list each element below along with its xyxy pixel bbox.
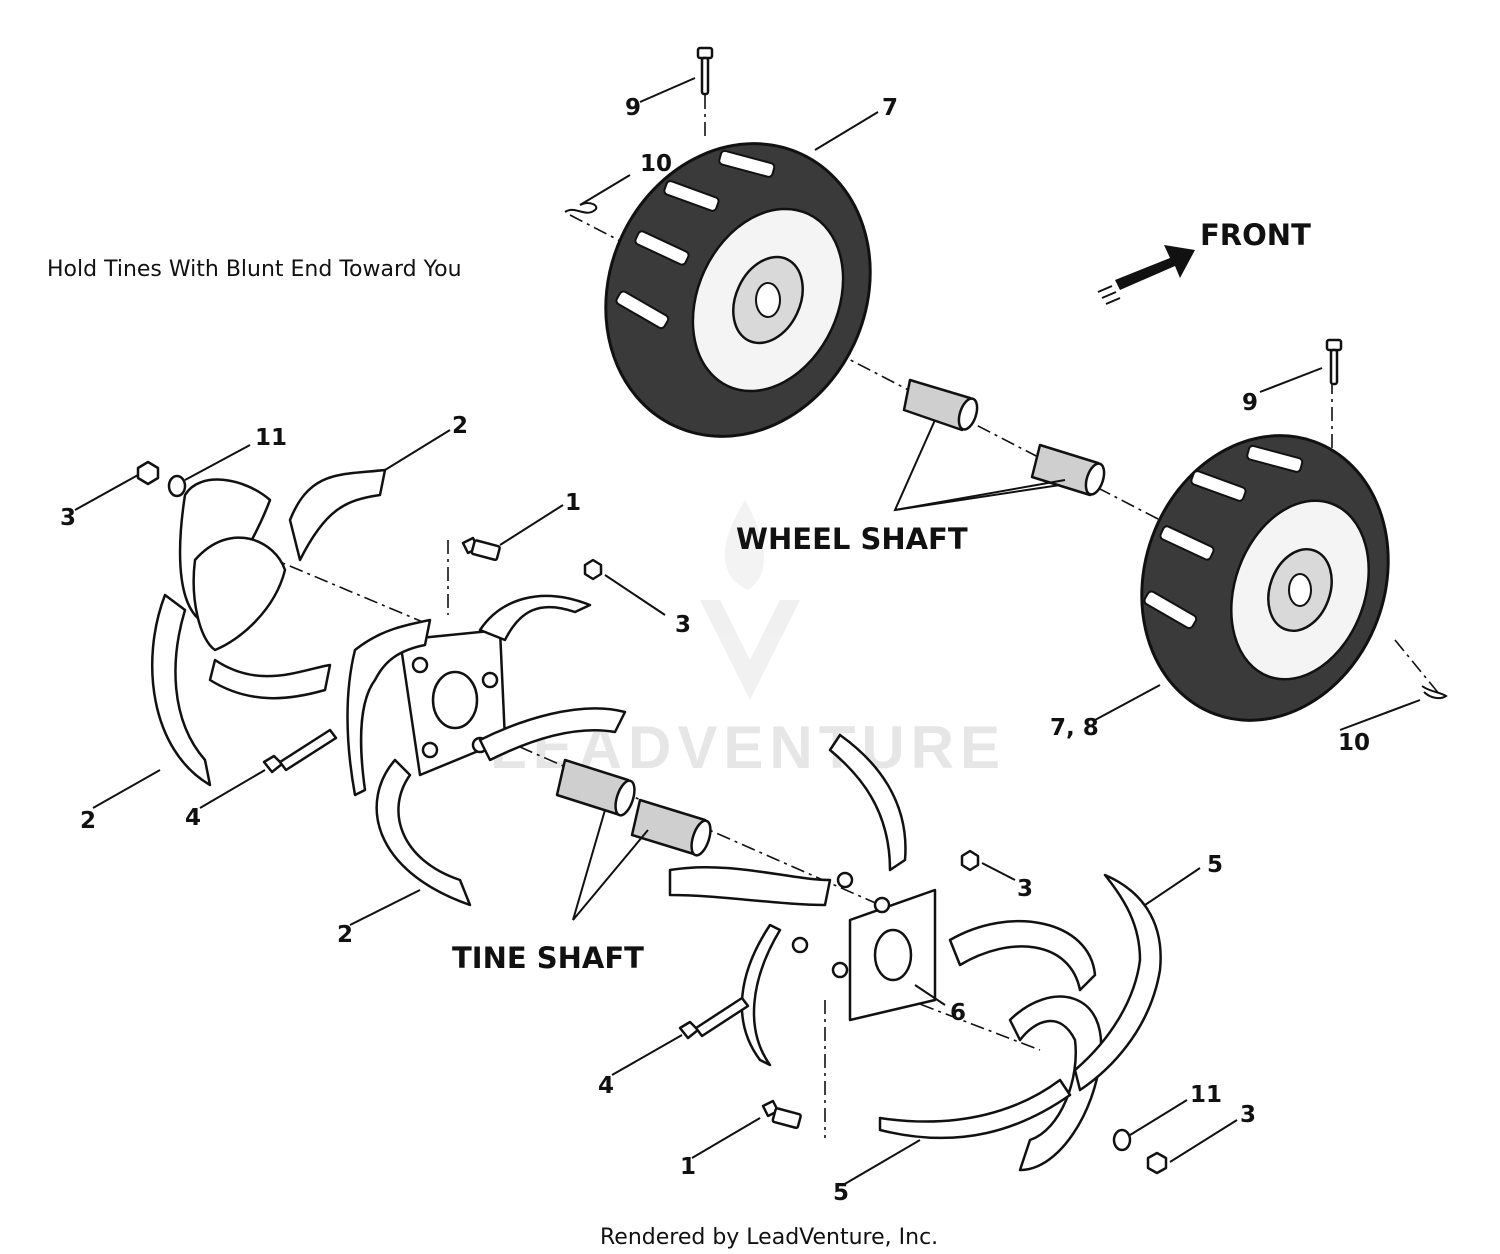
callout-3-left: 3 bbox=[60, 505, 76, 531]
callout-10-top: 10 bbox=[640, 151, 672, 177]
callout-11-lower: 11 bbox=[1190, 1082, 1222, 1108]
wheel-lower-right bbox=[1140, 434, 1390, 722]
footer-credit: Rendered by LeadVenture, Inc. bbox=[600, 1225, 938, 1250]
callout-3-mid: 3 bbox=[675, 612, 691, 638]
callout-4-lower: 4 bbox=[598, 1073, 614, 1099]
watermark-logo bbox=[700, 500, 800, 700]
callout-9-right: 9 bbox=[1242, 390, 1258, 416]
front-arrow bbox=[1097, 245, 1195, 305]
callout-5-top: 5 bbox=[1207, 852, 1223, 878]
wheel-pins-and-clips bbox=[564, 46, 1448, 700]
leader-lines bbox=[74, 77, 1421, 1186]
callout-10-right: 10 bbox=[1338, 730, 1370, 756]
callout-3-lower: 3 bbox=[1017, 876, 1033, 902]
tine-shaft-parts bbox=[555, 758, 712, 857]
callout-2-bottom: 2 bbox=[337, 922, 353, 948]
front-label: FRONT bbox=[1200, 218, 1311, 252]
callout-9-top: 9 bbox=[625, 95, 641, 121]
callout-4-left: 4 bbox=[185, 805, 201, 831]
callout-5-bottom: 5 bbox=[833, 1180, 849, 1206]
tine-assembly-lower bbox=[668, 733, 1162, 1172]
tine-assembly-middle bbox=[346, 594, 627, 907]
callout-3-bottom: 3 bbox=[1240, 1102, 1256, 1128]
wheel-upper bbox=[604, 142, 872, 438]
callout-11-left: 11 bbox=[255, 425, 287, 451]
wheel-shaft-label: WHEEL SHAFT bbox=[736, 522, 968, 556]
assembly-note: Hold Tines With Blunt End Toward You bbox=[47, 257, 462, 282]
callout-1-mid: 1 bbox=[565, 490, 581, 516]
callout-2-bottom-left: 2 bbox=[80, 808, 96, 834]
tines-left bbox=[151, 468, 387, 787]
callouts: 9 7 10 9 7, 8 10 11 2 3 1 3 2 4 2 3 5 6 … bbox=[60, 95, 1370, 1206]
callout-7-8: 7, 8 bbox=[1050, 715, 1099, 741]
callout-1-bottom: 1 bbox=[680, 1154, 696, 1180]
callout-2-top: 2 bbox=[452, 413, 468, 439]
fasteners bbox=[136, 460, 1168, 1175]
wheel-shaft-parts bbox=[902, 378, 1106, 497]
tine-shaft-label: TINE SHAFT bbox=[452, 941, 644, 975]
callout-7-top: 7 bbox=[882, 95, 898, 121]
callout-6: 6 bbox=[950, 1000, 966, 1026]
